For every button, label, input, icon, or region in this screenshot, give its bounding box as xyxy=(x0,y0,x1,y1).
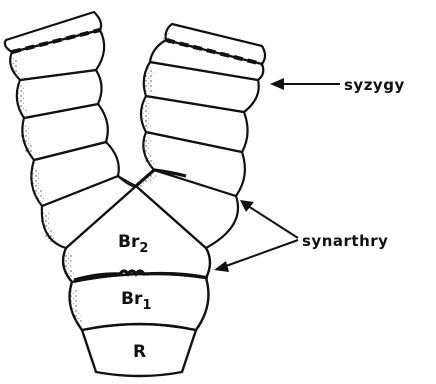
syzygy-label: syzygy xyxy=(344,76,405,94)
syzygy-pointer xyxy=(270,78,340,90)
radial-plate-label: R xyxy=(133,342,146,362)
brachial-2-label-main: Br xyxy=(118,232,140,252)
synarthry-label: synarthry xyxy=(302,232,388,250)
brachial-1-label-sub: 1 xyxy=(142,298,151,313)
brachial-1-label-main: Br xyxy=(121,289,143,309)
brachial-2-label-sub: 2 xyxy=(139,241,148,256)
